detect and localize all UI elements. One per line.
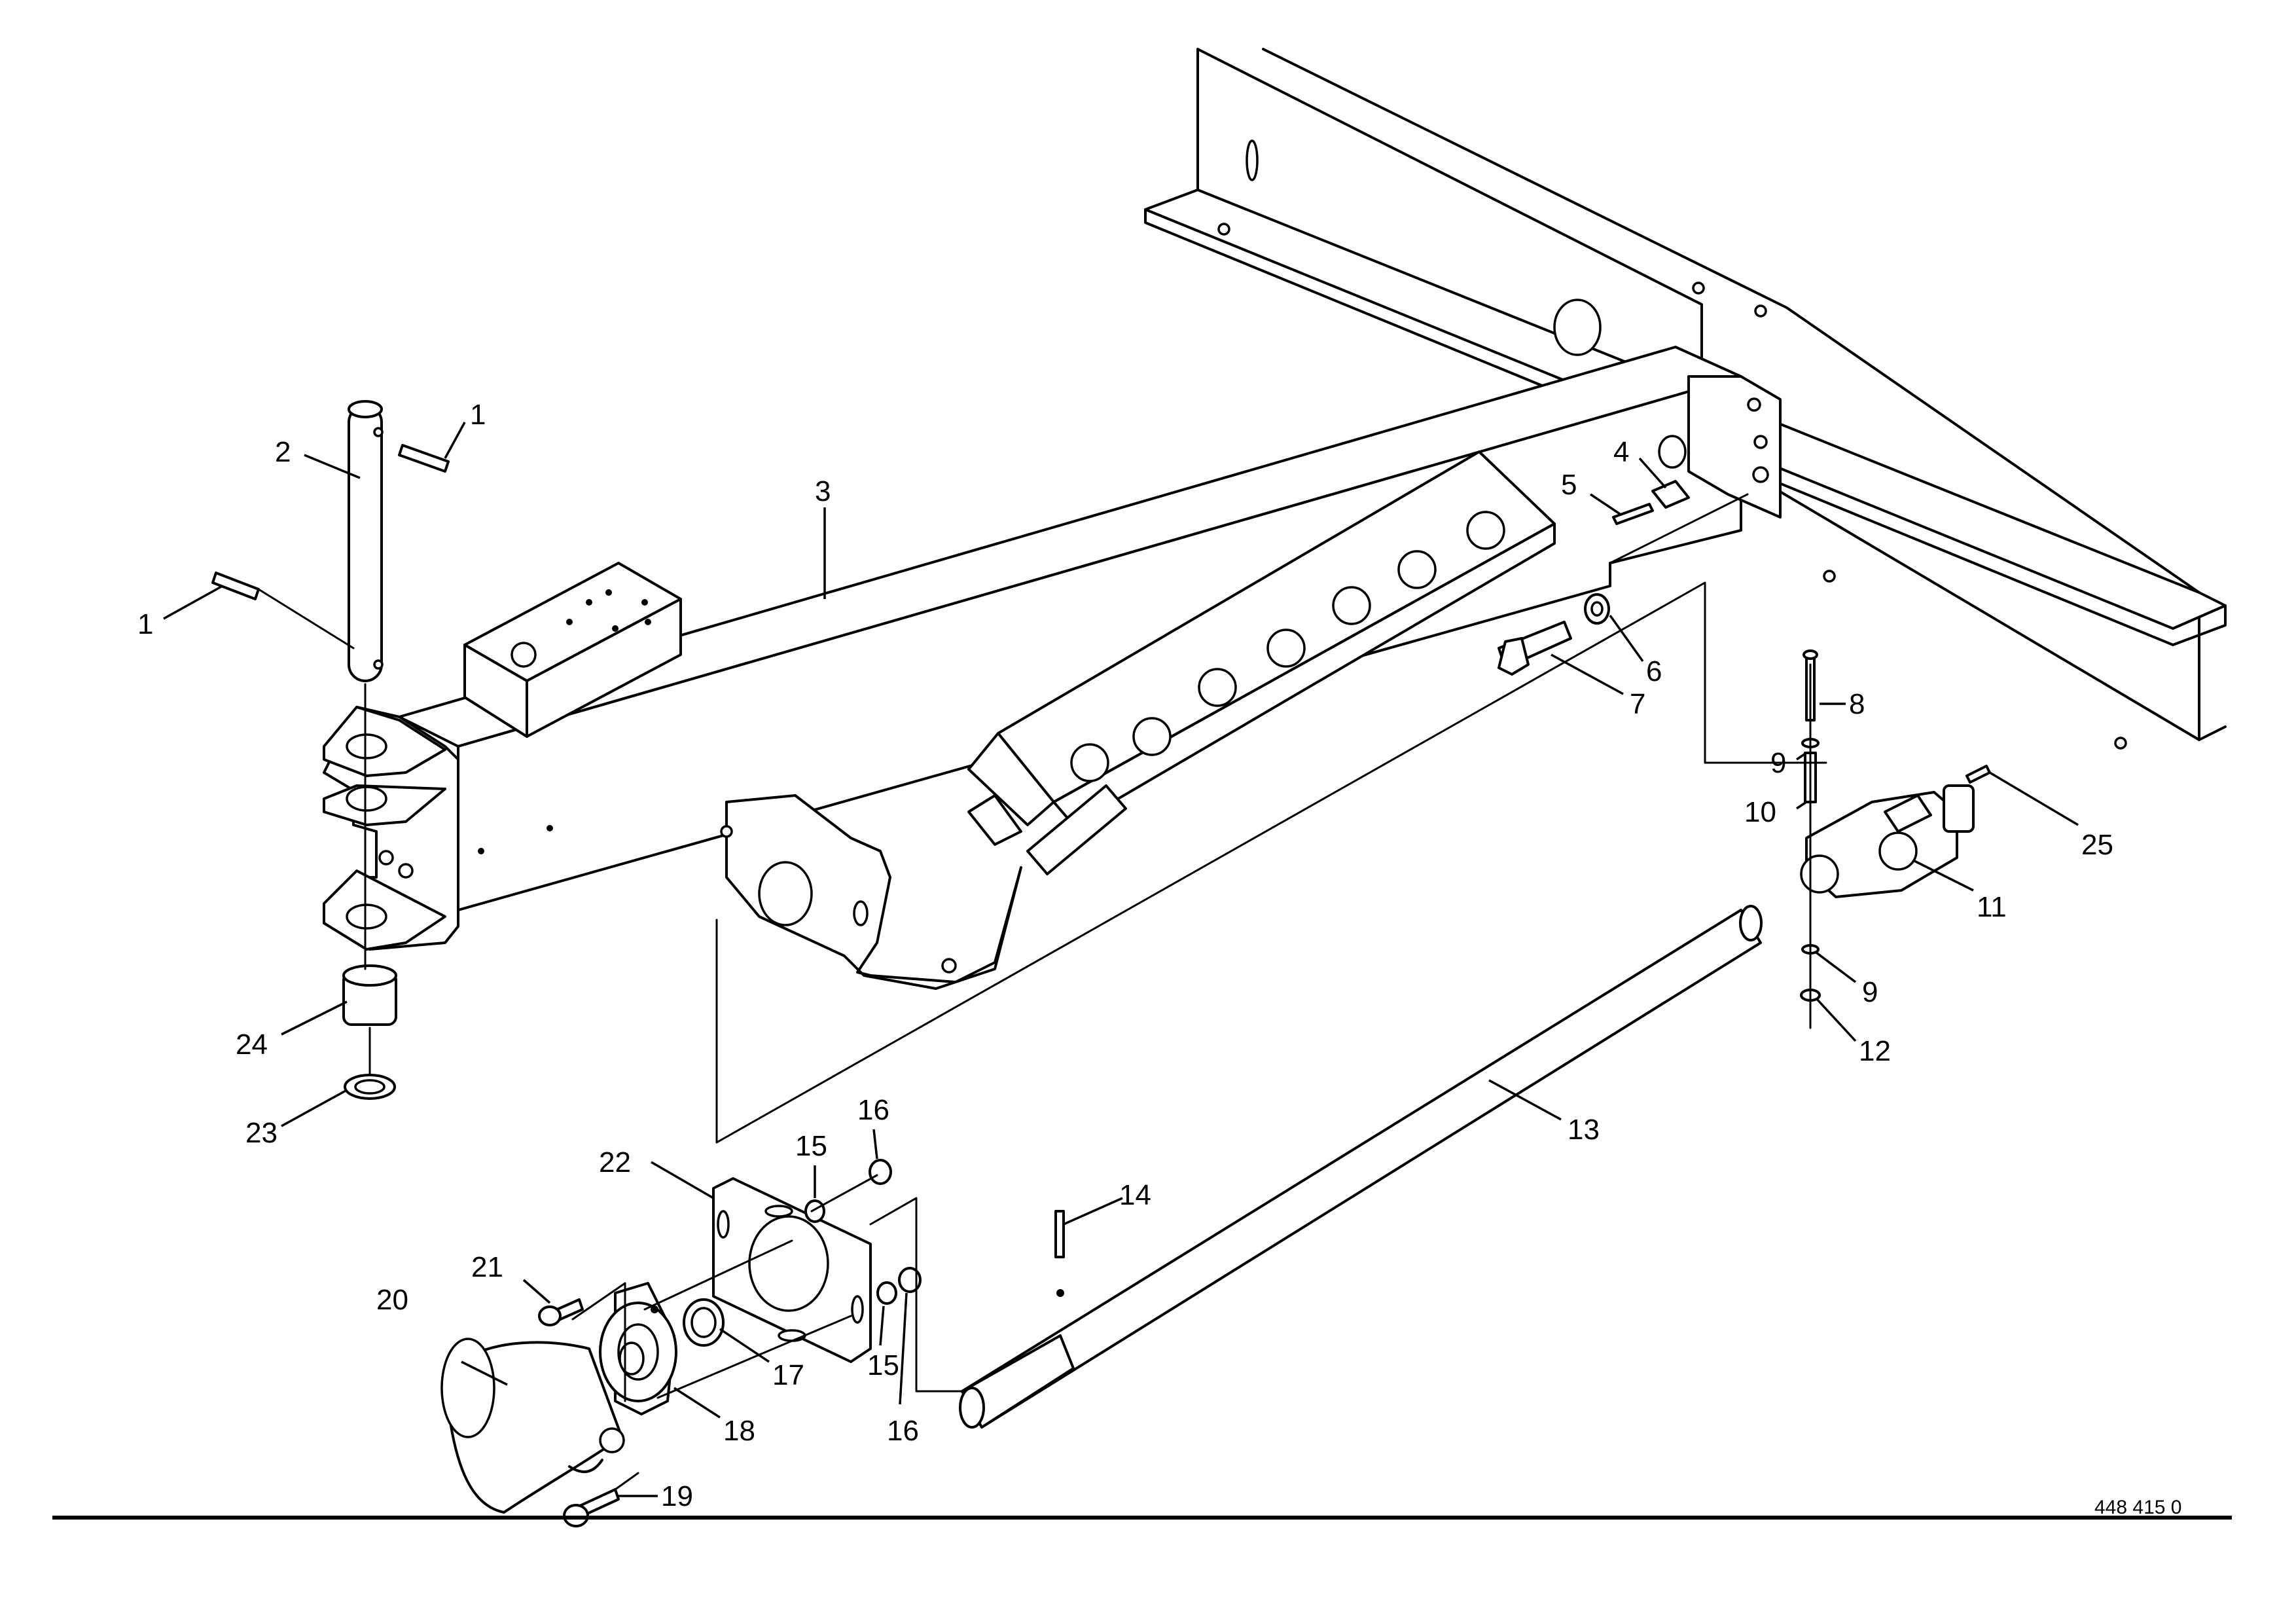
callout-3: 3 xyxy=(815,475,831,507)
callout-24: 24 xyxy=(236,1029,268,1061)
callout-22: 22 xyxy=(599,1146,631,1178)
callout-16-upper: 16 xyxy=(857,1094,889,1126)
callout-25: 25 xyxy=(2081,829,2113,861)
pivot-pin xyxy=(348,400,384,682)
washer-bottom xyxy=(876,1281,897,1305)
hitch-bracket xyxy=(323,706,459,951)
callout-18: 18 xyxy=(723,1415,755,1447)
callout-17: 17 xyxy=(772,1359,804,1391)
bolt-lower xyxy=(563,1488,620,1527)
bushing xyxy=(342,964,397,1026)
callout-8: 8 xyxy=(1849,688,1865,720)
washer xyxy=(344,1074,396,1100)
callout-10: 10 xyxy=(1744,796,1776,828)
callout-15-upper: 15 xyxy=(795,1130,827,1162)
hex-bolt xyxy=(1498,621,1572,676)
spacer-sleeve xyxy=(1651,480,1690,509)
callout-4: 4 xyxy=(1613,436,1629,468)
callout-15-lower: 15 xyxy=(867,1349,899,1381)
bolt-upper xyxy=(538,1298,584,1326)
callout-21: 21 xyxy=(471,1251,503,1283)
roll-pin-upper xyxy=(398,444,450,473)
callout-12: 12 xyxy=(1859,1035,1891,1067)
roll-pin-lower xyxy=(211,572,260,600)
callout-9-upper: 9 xyxy=(1770,747,1786,779)
callout-13: 13 xyxy=(1568,1114,1600,1146)
callout-1-upper: 1 xyxy=(470,399,486,431)
callout-7: 7 xyxy=(1630,688,1645,720)
nut-bottom xyxy=(898,1267,922,1293)
callout-19: 19 xyxy=(661,1480,693,1512)
callout-1-lower: 1 xyxy=(137,608,153,640)
bearing-plate xyxy=(712,1177,872,1363)
universal-joint xyxy=(1800,784,1975,898)
flange-bearing xyxy=(599,1282,677,1415)
key xyxy=(1965,765,1991,784)
callout-16-lower: 16 xyxy=(887,1415,919,1447)
spring-pin xyxy=(1054,1210,1065,1258)
bearing-bracket xyxy=(720,794,1022,990)
callout-14: 14 xyxy=(1119,1179,1151,1211)
callout-leaders xyxy=(163,422,2079,1497)
callout-6: 6 xyxy=(1646,655,1662,687)
callout-20: 20 xyxy=(376,1284,408,1316)
pin-small xyxy=(1612,503,1654,525)
assembly-guide-lines xyxy=(257,493,1827,1491)
box-bracket xyxy=(463,562,682,738)
o-ring xyxy=(683,1298,725,1347)
callout-9-lower: 9 xyxy=(1862,976,1878,1008)
washer-top xyxy=(804,1199,825,1223)
callout-2: 2 xyxy=(275,436,291,468)
washer-bolt xyxy=(1584,593,1610,625)
perforated-support xyxy=(967,450,1556,875)
callout-23: 23 xyxy=(245,1117,278,1149)
callout-5: 5 xyxy=(1561,469,1577,501)
callout-11: 11 xyxy=(1977,891,2007,923)
drive-shaft xyxy=(959,905,1763,1429)
callout-labels: 1 1 2 3 4 5 6 7 8 9 10 11 25 9 12 13 14 … xyxy=(137,399,2113,1512)
protective-cup xyxy=(440,1338,625,1514)
reference-number: 448 415 0 xyxy=(2094,1497,2181,1518)
nut-top xyxy=(869,1159,892,1185)
